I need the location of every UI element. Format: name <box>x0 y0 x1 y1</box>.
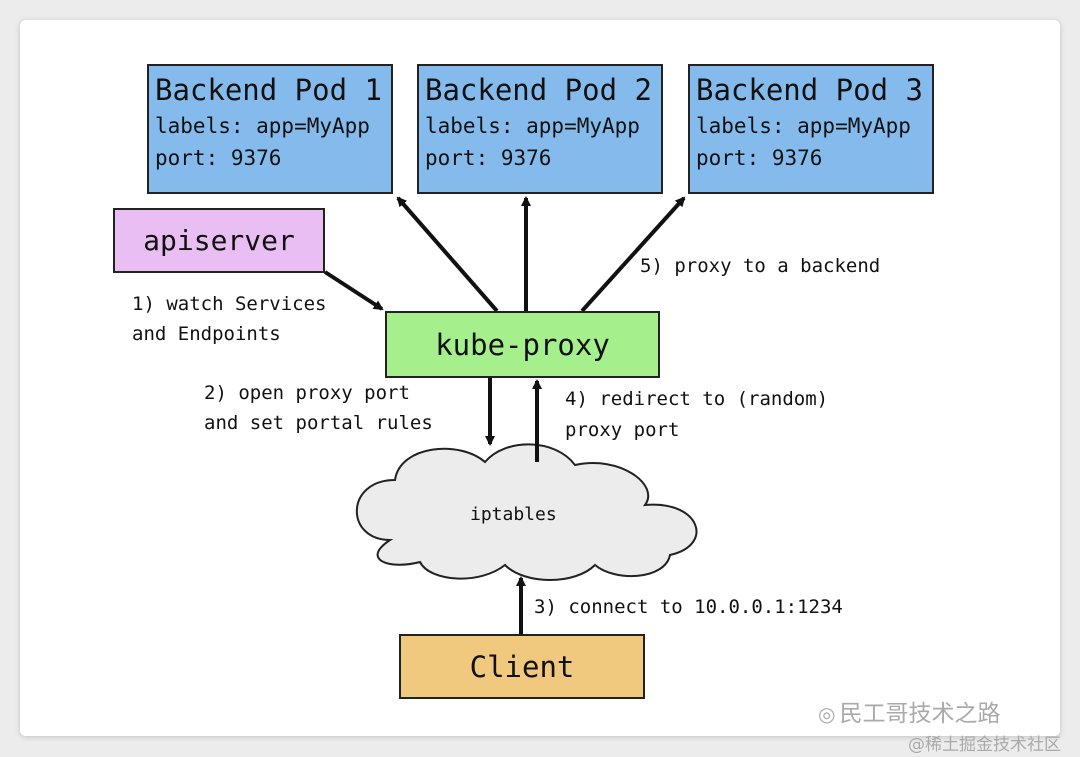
pod-title: Backend Pod 2 <box>425 73 652 107</box>
arrow-proxy-to-pod3 <box>580 196 686 313</box>
client-label: Client <box>469 649 575 684</box>
pod-port: port: 9376 <box>425 146 552 170</box>
apiserver-box: apiserver <box>113 208 325 273</box>
step5-label: 5) proxy to a backend <box>640 255 881 277</box>
iptables-cloud <box>355 443 698 581</box>
step1-line1: 1) watch Services <box>132 293 327 315</box>
step1-line2: and Endpoints <box>132 323 281 345</box>
channel-name: 民工哥技术之路 <box>839 701 1001 727</box>
apiserver-label: apiserver <box>143 224 295 257</box>
arrow-apiserver-to-proxy <box>323 270 384 311</box>
pod-port: port: 9376 <box>696 146 823 170</box>
step2-line2: and set portal rules <box>204 412 433 434</box>
pod-labels: labels: app=MyApp <box>696 114 911 138</box>
backend-pod-3: Backend Pod 3 labels: app=MyApp port: 93… <box>688 64 934 194</box>
client-box: Client <box>399 634 645 699</box>
pod-labels: labels: app=MyApp <box>425 114 640 138</box>
backend-pod-1: Backend Pod 1 labels: app=MyApp port: 93… <box>147 64 393 194</box>
backend-pod-2: Backend Pod 2 labels: app=MyApp port: 93… <box>417 64 663 194</box>
step4-line1: 4) redirect to (random) <box>565 388 829 410</box>
channel-watermark: ◎民工哥技术之路 <box>818 694 1000 728</box>
pod-labels: labels: app=MyApp <box>155 114 370 138</box>
step3-label: 3) connect to 10.0.0.1:1234 <box>534 596 843 618</box>
site-watermark: @稀土掘金技术社区 <box>908 735 1061 755</box>
iptables-label: iptables <box>470 504 557 525</box>
kube-proxy-label: kube-proxy <box>435 327 610 362</box>
arrow-proxy-to-pod1 <box>396 196 499 313</box>
step4-line2: proxy port <box>565 419 680 441</box>
pod-title: Backend Pod 1 <box>155 73 382 107</box>
pod-title: Backend Pod 3 <box>696 73 923 107</box>
pod-port: port: 9376 <box>155 146 282 170</box>
kube-proxy-box: kube-proxy <box>385 311 660 378</box>
wechat-icon: ◎ <box>818 702 836 726</box>
step2-line1: 2) open proxy port <box>204 382 410 404</box>
